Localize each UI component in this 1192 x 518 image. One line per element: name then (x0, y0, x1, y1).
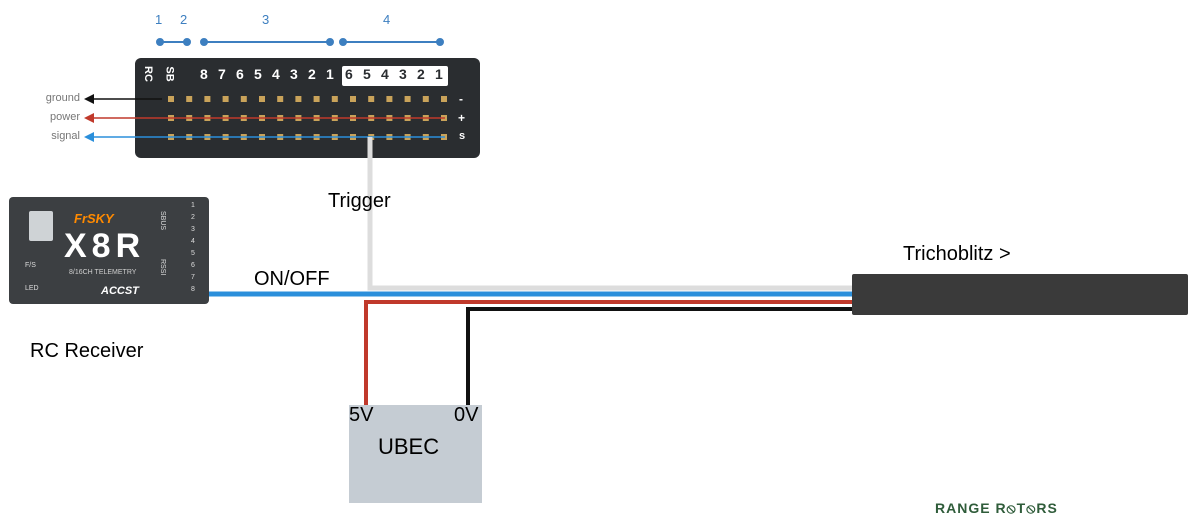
rc-receiver-label: RC Receiver (30, 340, 144, 362)
header-pin (331, 96, 338, 102)
trigger-label: Trigger (328, 190, 391, 212)
receiver-channel: 5 (191, 250, 195, 257)
port-number: 3 (290, 66, 298, 82)
port-number: 7 (218, 66, 226, 82)
group-label-3: 3 (262, 12, 270, 27)
group-label-4: 4 (383, 12, 391, 27)
ubec-5v-label: 5V (349, 404, 374, 426)
port-number: 5 (254, 66, 262, 82)
receiver-channel: 8 (191, 286, 195, 293)
header-pin (422, 96, 429, 102)
bracket-dot (156, 38, 164, 46)
bracket-dot (200, 38, 208, 46)
header-pin (277, 96, 284, 102)
power-legend-arrow (84, 113, 94, 123)
receiver-brand: FrSKY (74, 211, 114, 226)
header-pin (313, 96, 320, 102)
trigger-wire (367, 137, 852, 291)
on-off-label: ON/OFF (254, 268, 330, 290)
port-number: 4 (272, 66, 280, 82)
receiver-subtitle: 8/16CH TELEMETRY (69, 269, 137, 276)
bracket-dot (436, 38, 444, 46)
port-number: 6 (345, 66, 353, 82)
ubec-label: UBEC (378, 434, 440, 459)
group-label-2: 2 (180, 12, 188, 27)
header-row-label-rc: RC (141, 66, 154, 82)
receiver-channel: 2 (191, 214, 195, 221)
port-number: 3 (399, 66, 407, 82)
bracket-dot (326, 38, 334, 46)
header-pin (368, 96, 375, 102)
header-pin (240, 96, 247, 102)
receiver-channel: 4 (191, 238, 195, 245)
pin-symbol-power: + (458, 111, 466, 125)
port-number: 1 (326, 66, 334, 82)
pin-symbol-ground: - (459, 92, 463, 106)
header-pin (186, 96, 193, 102)
ground-legend-arrow (84, 94, 94, 104)
receiver-channel: 1 (191, 202, 195, 209)
wire-label-power: power (50, 111, 80, 123)
group-label-1: 1 (155, 12, 163, 27)
header-pin (204, 96, 211, 102)
header-pin (404, 96, 411, 102)
receiver-protocol: ACCST (101, 285, 139, 297)
ubec-box (349, 405, 482, 503)
port-number: 4 (381, 66, 389, 82)
sbus-label: SBUS (159, 211, 166, 231)
ubec-0v-label: 0V (454, 404, 479, 426)
signal-legend-arrow (84, 132, 94, 142)
receiver-model: X8R (64, 227, 146, 265)
rssi-label: RSSI (159, 259, 166, 276)
receiver-channel: 3 (191, 226, 195, 233)
ground-wire (466, 307, 852, 405)
port-number: 6 (236, 66, 244, 82)
header-pin (222, 96, 229, 102)
header-pin (441, 96, 447, 102)
header-pin (386, 96, 393, 102)
range-rotors-logo: RANGE R⦸T⦸RS (935, 500, 1058, 516)
header-group-brackets (156, 38, 444, 46)
bracket-dot (339, 38, 347, 46)
header-pin (350, 96, 356, 102)
header-highlight-block (342, 66, 448, 86)
wire-label-signal: signal (51, 130, 80, 142)
receiver-sticker (29, 211, 53, 241)
receiver-channel: 6 (191, 262, 195, 269)
power-wire (364, 300, 852, 405)
wire-label-ground: ground (45, 92, 80, 104)
port-number: 2 (417, 66, 425, 82)
rc-receiver-device: FrSKY X8R 8/16CH TELEMETRY ACCST SBUS RS… (9, 197, 209, 304)
bracket-dot (183, 38, 191, 46)
header-pin (168, 96, 174, 102)
pin-symbol-signal: s (459, 130, 466, 142)
header-row-label-sb: SB (163, 66, 176, 82)
trichoblitz-device (852, 274, 1188, 315)
fs-label: F/S (25, 262, 36, 269)
port-number: 5 (363, 66, 371, 82)
port-number: 8 (200, 66, 208, 82)
header-pin (295, 96, 302, 102)
trichoblitz-label: Trichoblitz > (903, 243, 1011, 265)
receiver-channel: 7 (191, 274, 195, 281)
header-pin (259, 96, 265, 102)
led-label: LED (25, 285, 39, 292)
port-number: 1 (435, 66, 443, 82)
port-number: 2 (308, 66, 316, 82)
